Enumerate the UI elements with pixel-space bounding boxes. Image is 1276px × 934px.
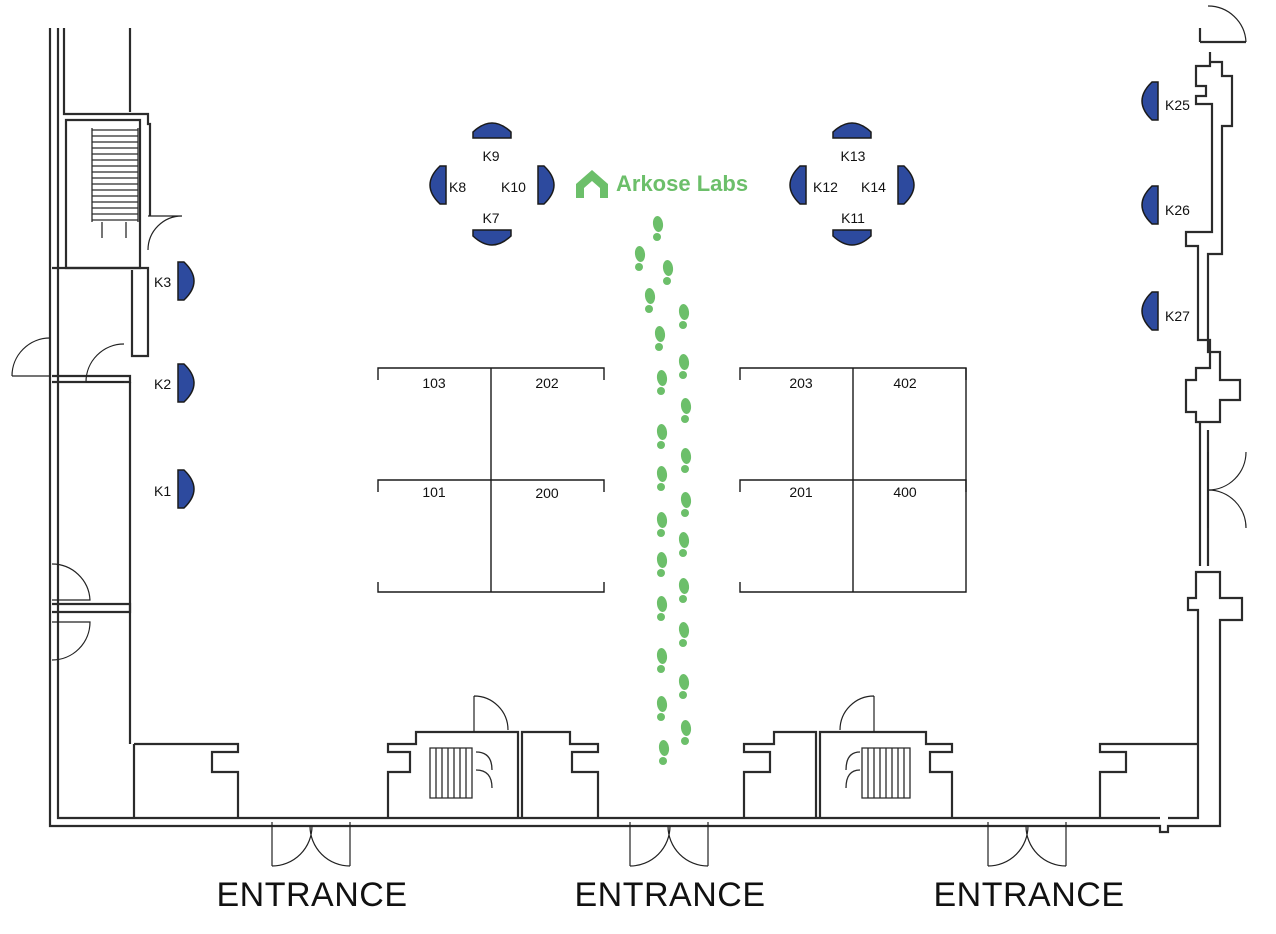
footprint [678, 622, 690, 647]
footprint [680, 448, 692, 473]
footprint [656, 552, 668, 577]
booth-202: 202 [535, 375, 559, 391]
doors [11, 5, 1247, 867]
booth-103: 103 [422, 375, 446, 391]
brand-name: Arkose Labs [616, 171, 748, 196]
footprint [678, 578, 690, 603]
footprint [680, 492, 692, 517]
booth-200: 200 [535, 485, 559, 501]
kiosk-shape [472, 122, 512, 139]
footprints-icon [634, 216, 692, 765]
kiosk-shape [177, 363, 195, 403]
kiosk-k12: K12 [789, 165, 838, 205]
footprint [662, 260, 674, 285]
kiosk-k26: K26 [1141, 185, 1190, 225]
kiosk-label: K7 [482, 210, 499, 226]
kiosk-label: K9 [482, 148, 499, 164]
kiosk-label: K14 [861, 179, 886, 195]
footprint [680, 398, 692, 423]
footprint [654, 326, 666, 351]
kiosk-k8: K8 [429, 165, 466, 205]
footprint [656, 512, 668, 537]
left-rooms [52, 28, 240, 818]
kiosk-label: K13 [841, 148, 866, 164]
kiosk-label: K2 [154, 376, 171, 392]
kiosk-shape [177, 469, 195, 509]
kiosk-k3: K3 [154, 261, 195, 301]
footprint [656, 648, 668, 673]
kiosk-label: K25 [1165, 97, 1190, 113]
footprint [652, 216, 664, 241]
kiosk-label: K11 [841, 210, 865, 226]
booth-203: 203 [789, 375, 813, 391]
kiosk-k1: K1 [154, 469, 195, 509]
entrance-label-center: ENTRANCE [574, 876, 765, 914]
outer-walls [48, 28, 1246, 834]
kiosk-shape [832, 229, 872, 246]
kiosk-label: K27 [1165, 308, 1190, 324]
footprint [678, 532, 690, 557]
kiosk-shape [429, 165, 447, 205]
booth-101: 101 [422, 484, 446, 500]
footprint [656, 696, 668, 721]
kiosk-k14: K14 [861, 165, 915, 205]
kiosk-shape [472, 229, 512, 246]
booth-201: 201 [789, 484, 813, 500]
footprint [644, 288, 656, 313]
kiosk-label: K3 [154, 274, 171, 290]
kiosk-shape [832, 122, 872, 139]
kiosk-k11: K11 [832, 210, 872, 246]
footprint [678, 354, 690, 379]
kiosk-k9: K9 [472, 122, 512, 164]
kiosk-shape [1141, 291, 1159, 331]
booth-block-left: 103 202 101 200 [377, 367, 605, 593]
kiosk-shape [897, 165, 915, 205]
footprint [656, 596, 668, 621]
footprint [658, 740, 670, 765]
booth-400: 400 [893, 484, 917, 500]
kiosk-k13: K13 [832, 122, 872, 164]
footprint [680, 720, 692, 745]
entrance-label-right: ENTRANCE [933, 876, 1124, 914]
bottom-rooms [386, 730, 1198, 818]
kiosk-shape [1141, 185, 1159, 225]
arkose-labs-logo: Arkose Labs [576, 170, 748, 198]
kiosk-k27: K27 [1141, 291, 1190, 331]
kiosk-label: K10 [501, 179, 526, 195]
entrance-label-left: ENTRANCE [216, 876, 407, 914]
kiosk-shape [789, 165, 807, 205]
kiosk-label: K12 [813, 179, 838, 195]
kiosk-shape [1141, 81, 1159, 121]
footprint [678, 304, 690, 329]
kiosk-k2: K2 [154, 363, 195, 403]
arkose-logo-icon [576, 170, 608, 198]
footprint [678, 674, 690, 699]
booth-block-right: 203 402 201 400 [739, 367, 967, 593]
kiosk-label: K26 [1165, 202, 1190, 218]
kiosk-shape [537, 165, 555, 205]
kiosk-label: K8 [449, 179, 466, 195]
kiosk-label: K1 [154, 483, 171, 499]
kiosk-k7: K7 [472, 210, 512, 246]
kiosk-k10: K10 [501, 165, 555, 205]
footprint [656, 370, 668, 395]
kiosk-shape [177, 261, 195, 301]
kiosk-k25: K25 [1141, 81, 1190, 121]
footprint [656, 424, 668, 449]
booth-402: 402 [893, 375, 917, 391]
footprint [656, 466, 668, 491]
footprint [634, 246, 646, 271]
